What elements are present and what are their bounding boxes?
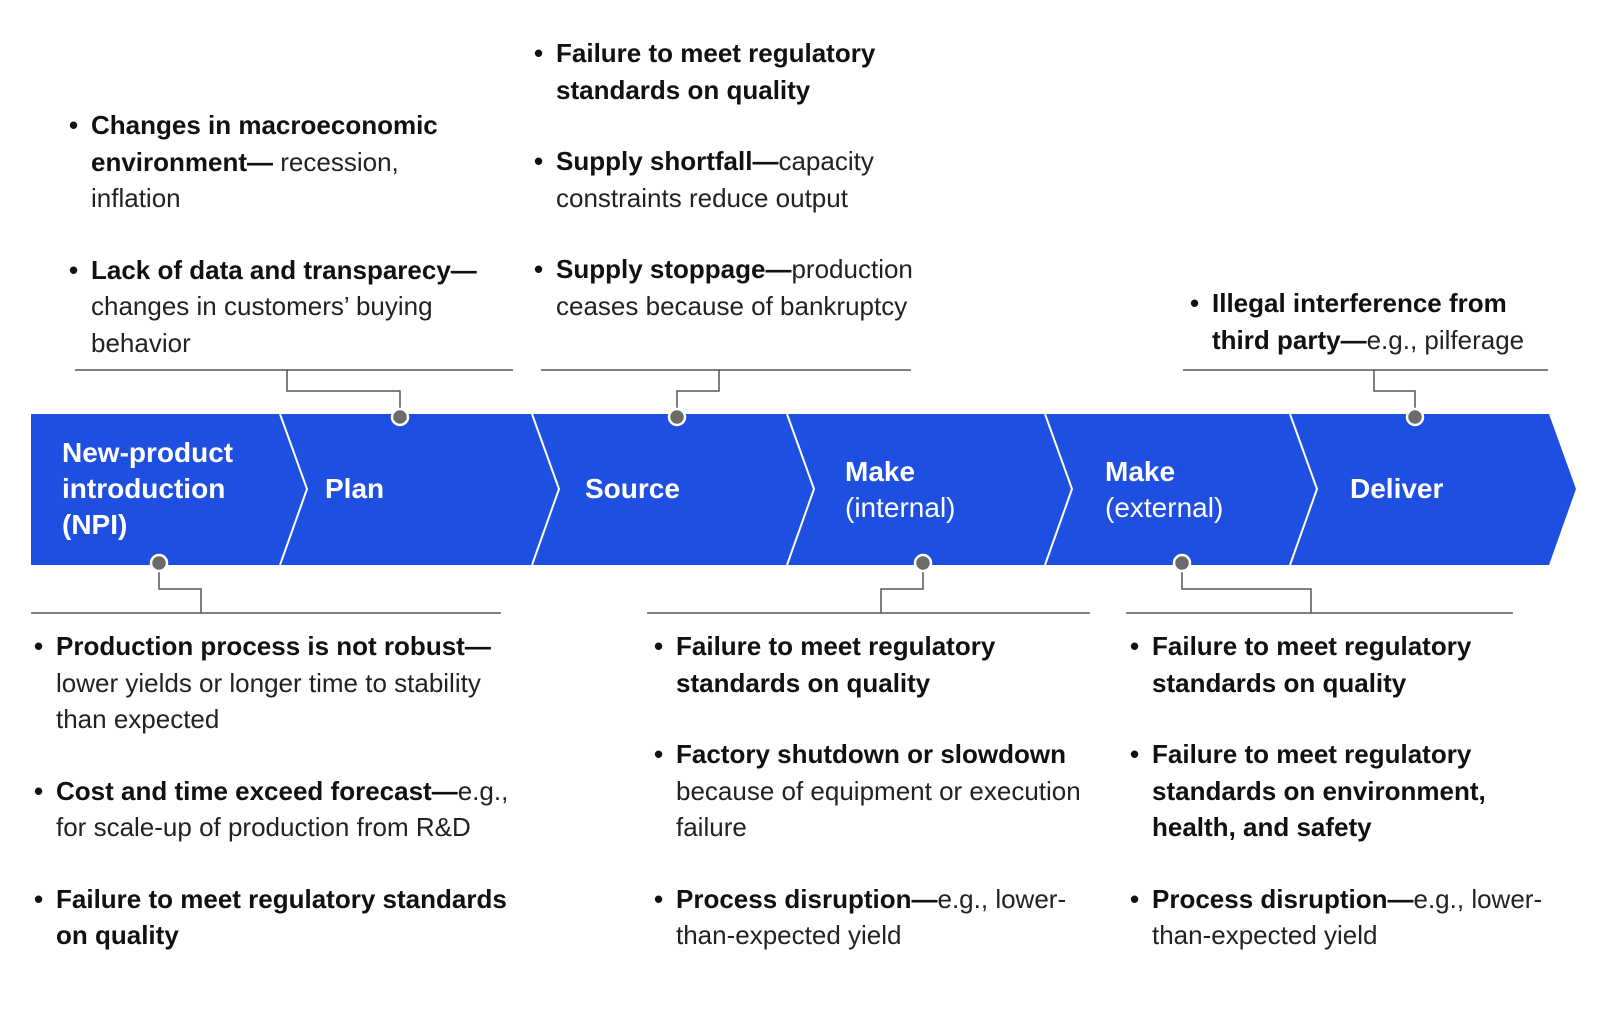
- risks-make-internal: Failure to meet regulatory standards on …: [654, 628, 1114, 954]
- risk-title: Production process is not robust—: [56, 631, 491, 661]
- risk-title: Process disruption—: [676, 883, 938, 914]
- risk-detail: lower yields or longer time to stability…: [56, 667, 481, 735]
- risks-plan: Changes in macroeconomic environment— re…: [69, 107, 489, 361]
- node-plan: [390, 407, 410, 427]
- connector-plan: [75, 369, 513, 417]
- stage-make-external: Make (external): [1105, 454, 1223, 526]
- risk-title: Failure to meet regulatory standards on …: [1152, 739, 1486, 842]
- stage-subtitle: (internal): [845, 492, 956, 523]
- risk-item: Failure to meet regulatory standards on …: [654, 628, 1114, 701]
- risk-title: Factory shutdown or slowdown: [676, 739, 1066, 769]
- risk-detail: e.g., pilferage: [1366, 324, 1525, 355]
- chevron-band: [31, 413, 1576, 566]
- risk-item: Failure to meet regulatory standards on …: [1130, 628, 1570, 701]
- risk-item: Process disruption—e.g., lower-than-expe…: [654, 881, 1114, 954]
- risks-source: Failure to meet regulatory standards on …: [534, 35, 934, 324]
- risk-title: Supply stoppage—: [556, 254, 792, 284]
- node-npi: [149, 553, 169, 573]
- risk-item: Changes in macroeconomic environment— re…: [69, 107, 489, 217]
- risk-detail: recession, inflation: [91, 146, 399, 214]
- risk-item: Process disruption—e.g., lower-than-expe…: [1130, 881, 1570, 954]
- risk-title: Illegal interference from third party—: [1212, 288, 1507, 355]
- chevron-source: [532, 414, 814, 565]
- risk-title: Failure to meet regulatory standards on …: [56, 883, 507, 951]
- chevron-divider: [279, 413, 309, 566]
- risk-title: Cost and time exceed forecast—: [56, 775, 458, 806]
- stage-title: Make: [1105, 456, 1176, 487]
- stage-title: Deliver: [1350, 473, 1444, 504]
- connector-make-internal: [647, 563, 1090, 614]
- stage-make-internal: Make (internal): [845, 454, 955, 526]
- risk-detail: production ceases because of bankruptcy: [556, 254, 913, 321]
- stage-plan: Plan: [325, 471, 384, 507]
- stage-title: Plan: [325, 473, 385, 504]
- connector-source: [541, 369, 911, 417]
- chevron-npi: [31, 414, 307, 565]
- stage-title: Make: [845, 456, 916, 487]
- risk-title: Failure to meet regulatory standards on …: [556, 38, 876, 105]
- node-source: [667, 407, 687, 427]
- risk-title: Supply shortfall—: [556, 146, 779, 176]
- stage-title: New-product: [62, 437, 234, 468]
- connector-make-external: [1126, 563, 1513, 614]
- chevron-plan: [280, 414, 559, 565]
- stage-deliver: Deliver: [1350, 471, 1443, 507]
- chevron-divider: [786, 413, 816, 566]
- risk-detail: because of equipment or execution failur…: [676, 775, 1081, 843]
- risk-item: Failure to meet regulatory standards on …: [1130, 736, 1570, 846]
- risks-make-external: Failure to meet regulatory standards on …: [1130, 628, 1570, 954]
- stage-title: Source: [585, 473, 680, 504]
- risk-item: Supply shortfall—capacity constraints re…: [534, 143, 934, 216]
- risk-detail: e.g., lower-than-expected yield: [1152, 883, 1543, 951]
- risk-item: Lack of data and transparecy— changes in …: [69, 252, 489, 362]
- risk-title: Failure to meet regulatory standards on …: [1152, 631, 1472, 698]
- risk-item: Failure to meet regulatory standards on …: [34, 881, 514, 954]
- node-make-external: [1172, 553, 1192, 573]
- risk-item: Supply stoppage—production ceases becaus…: [534, 251, 934, 324]
- stage-subtitle: (external): [1105, 492, 1224, 523]
- connector-deliver: [1183, 369, 1548, 417]
- risk-item: Failure to meet regulatory standards on …: [534, 35, 934, 108]
- risk-item: Illegal interference from third party—e.…: [1190, 285, 1550, 358]
- risk-item: Cost and time exceed forecast—e.g., for …: [34, 773, 514, 846]
- stage-title: introduction: [62, 473, 226, 504]
- risk-item: Factory shutdown or slowdown because of …: [654, 736, 1114, 846]
- chevron-divider: [531, 413, 561, 566]
- risk-title: Process disruption—: [1152, 883, 1414, 914]
- risk-detail: capacity constraints reduce output: [556, 146, 874, 213]
- risks-npi: Production process is not robust— lower y…: [34, 628, 514, 954]
- stage-npi: New-product introduction (NPI): [62, 435, 233, 543]
- risk-detail: e.g., lower-than-expected yield: [676, 883, 1067, 951]
- risk-title: Lack of data and transparecy—: [91, 254, 477, 285]
- chevron-divider: [1044, 413, 1074, 566]
- risk-item: Production process is not robust— lower y…: [34, 628, 514, 738]
- risk-title: Changes in macroeconomic environment—: [91, 110, 438, 177]
- risk-title: Failure to meet regulatory standards on …: [676, 631, 996, 698]
- risk-detail: e.g., for scale-up of production from R&…: [56, 775, 509, 843]
- chevron-deliver: [1290, 414, 1576, 565]
- chevron-make-internal: [787, 414, 1072, 565]
- stage-source: Source: [585, 471, 680, 507]
- stage-title: (NPI): [62, 509, 128, 540]
- risks-deliver: Illegal interference from third party—e.…: [1190, 285, 1550, 358]
- chevron-make-external: [1045, 414, 1317, 565]
- node-deliver: [1405, 407, 1425, 427]
- connector-npi: [31, 563, 501, 614]
- chevron-divider: [1289, 413, 1319, 566]
- risk-detail: changes in customers’ buying behavior: [91, 291, 433, 358]
- node-make-internal: [913, 553, 933, 573]
